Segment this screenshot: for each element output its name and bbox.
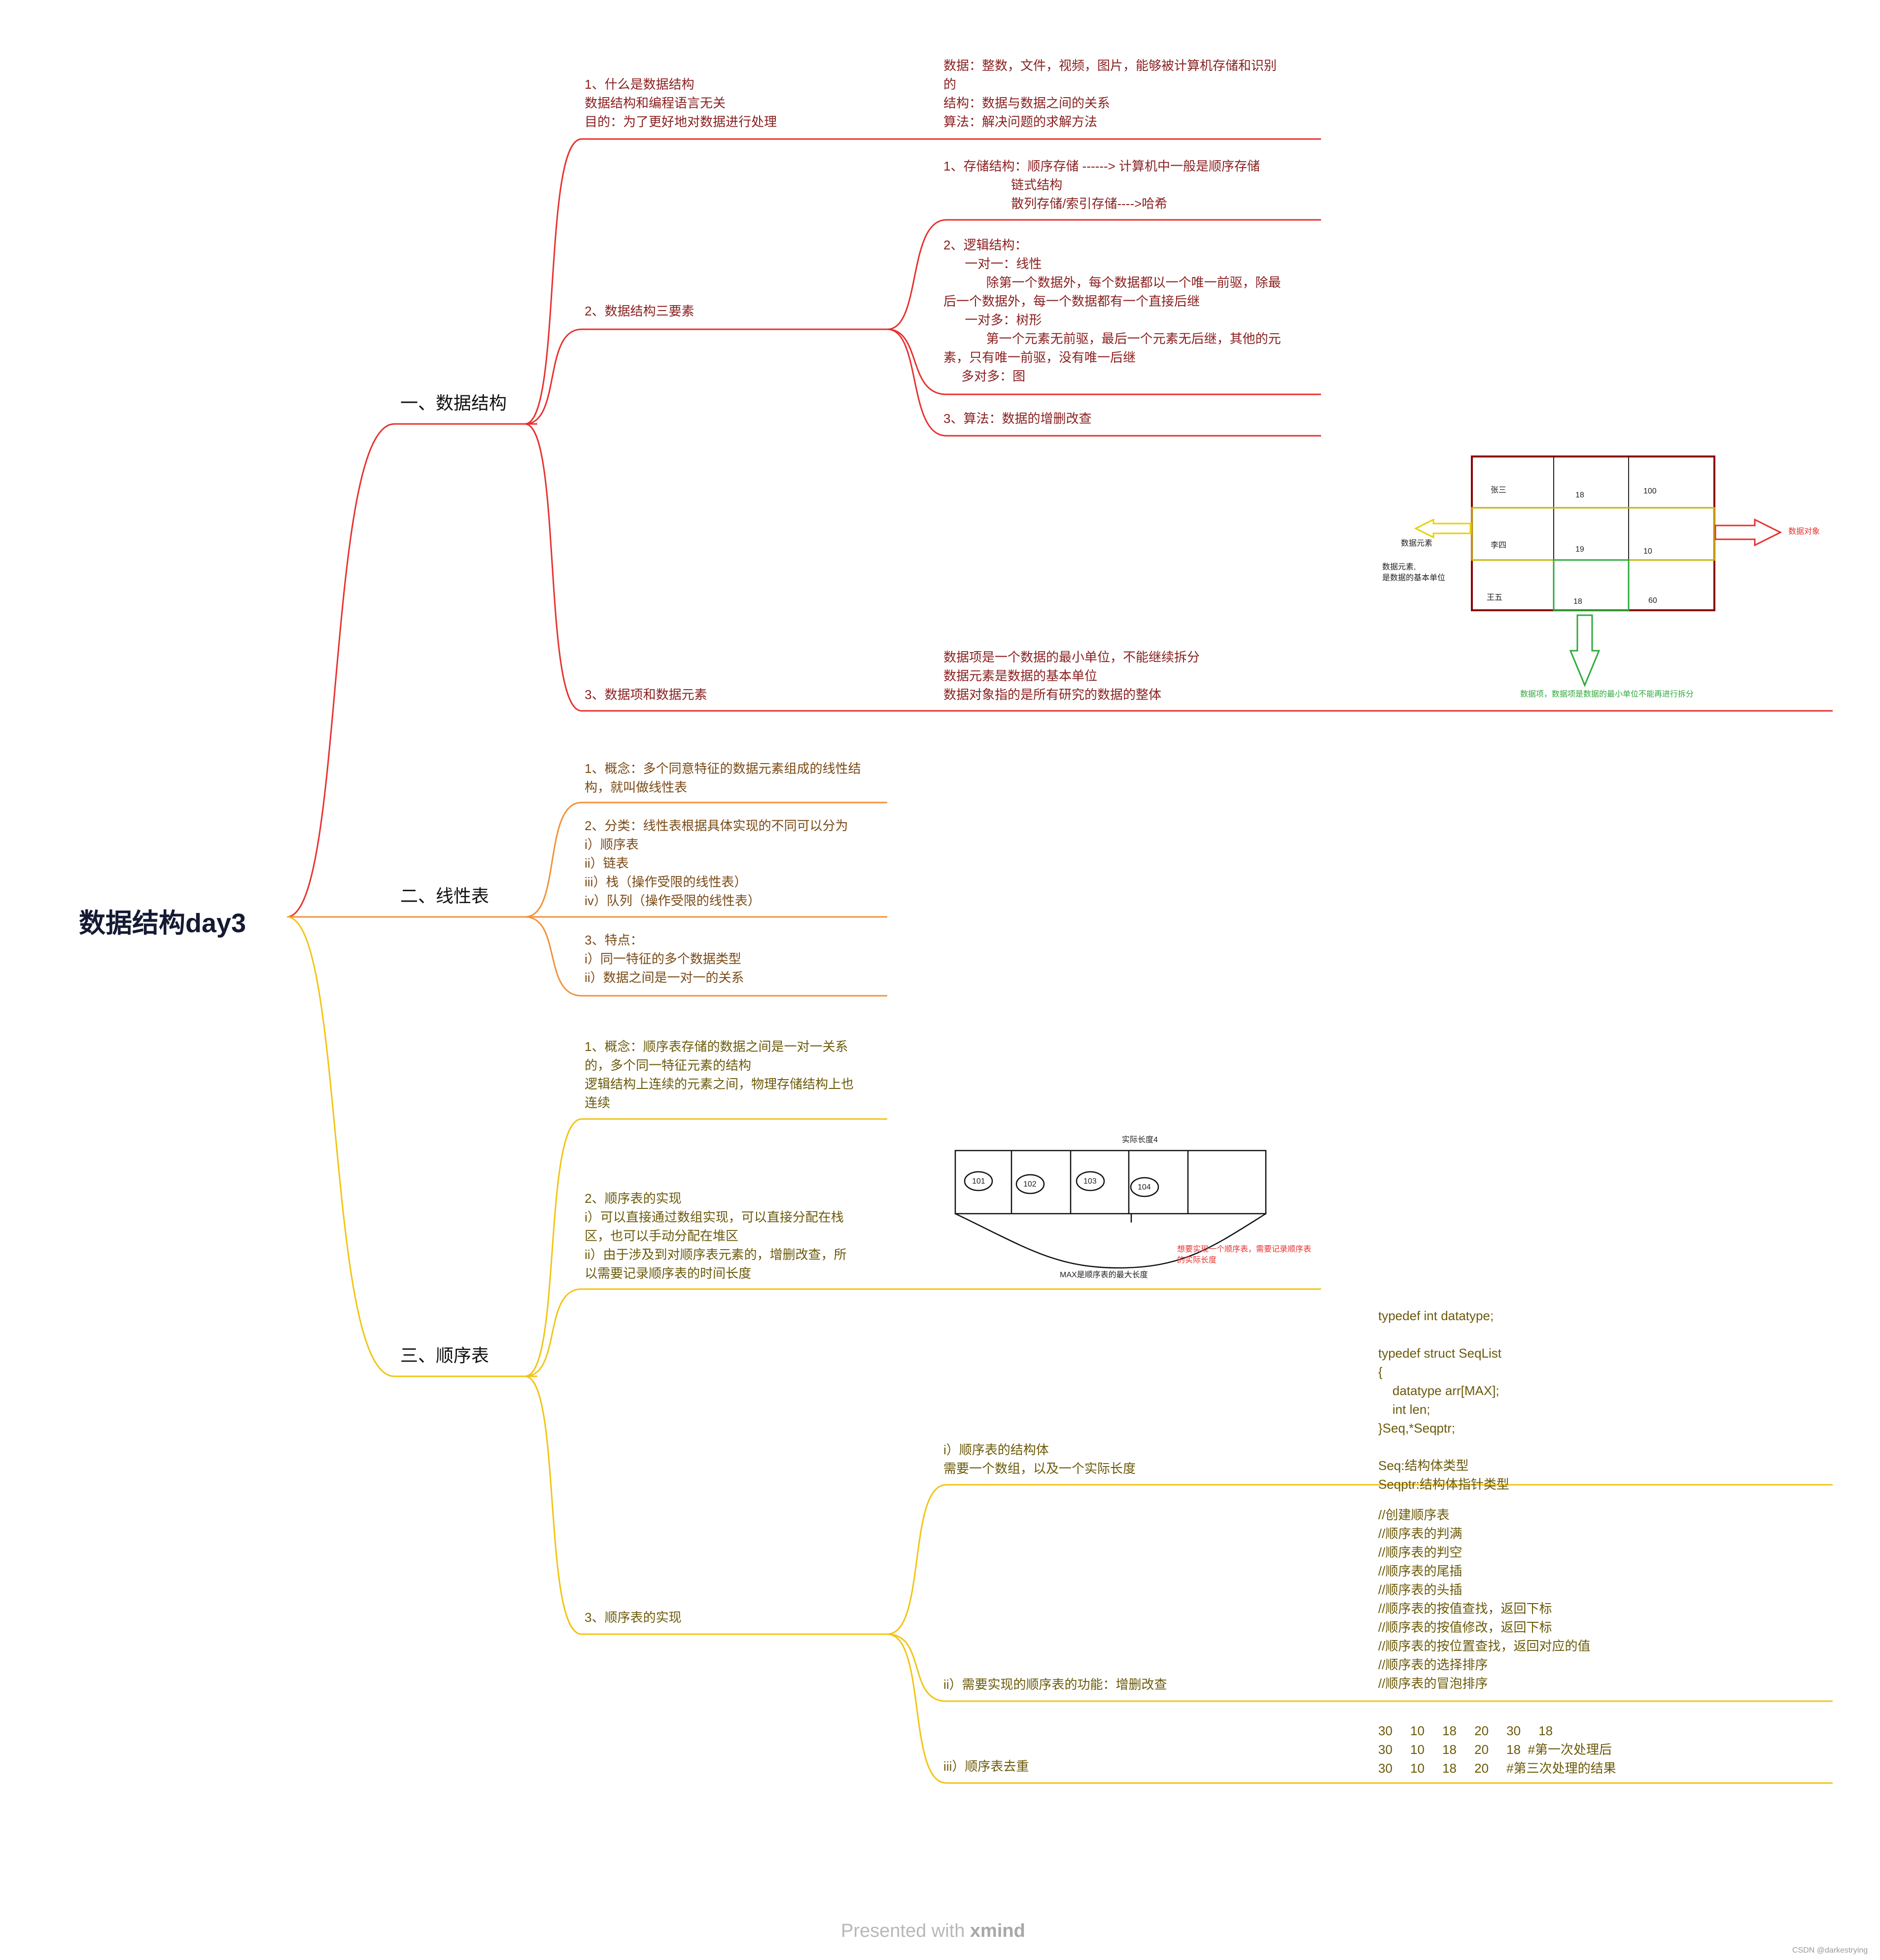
s3-branch-1	[524, 1118, 887, 1377]
label-data-element: 数据元素	[1401, 539, 1433, 548]
s1-n2-logic	[887, 328, 1321, 395]
s3-implementation-topic[interactable]: 3、顺序表的实现	[585, 1610, 682, 1625]
s1-algorithm[interactable]: 3、算法：数据的增删改查	[943, 411, 1092, 426]
s1-item-element-detail[interactable]: 数据项是一个数据的最小单位，不能继续拆分 数据元素是数据的基本单位 数据对象指的…	[943, 650, 1200, 702]
s1-n2-algo	[887, 328, 1321, 437]
s3-concept[interactable]: 1、概念：顺序表存储的数据之间是一对一关系 的，多个同一特征元素的结构 逻辑结构…	[585, 1039, 854, 1110]
array-cell-oval-3	[1076, 1171, 1105, 1191]
arrow-right-icon	[1714, 518, 1782, 547]
s2-classification[interactable]: 2、分类：线性表根据具体实现的不同可以分为 i）顺序表 ii）链表 iii）栈（…	[585, 818, 848, 908]
array-cell: 101	[972, 1177, 985, 1186]
array-cell-oval-4	[1130, 1177, 1159, 1197]
array-cell: 103	[1083, 1177, 1097, 1186]
s3-branch-2	[524, 1288, 1321, 1377]
table-outer	[1471, 455, 1715, 611]
csdn-credit: CSDN @darkestrying	[1792, 1946, 1868, 1955]
array-outer	[954, 1150, 1267, 1215]
table-cell: 王五	[1487, 594, 1503, 602]
s1-topic-three-elements[interactable]: 2、数据结构三要素	[585, 304, 695, 318]
table-row-highlight	[1471, 507, 1715, 561]
array-top-label: 实际长度4	[1122, 1136, 1158, 1144]
table-cell: 10	[1643, 547, 1652, 556]
s3-struct-code[interactable]: typedef int datatype; typedef struct Seq…	[1378, 1308, 1509, 1492]
s3-c1-line	[887, 1484, 1833, 1635]
root-branches	[286, 423, 537, 1377]
s3-functions-topic[interactable]: ii）需要实现的顺序表的功能：增删改查	[943, 1677, 1167, 1692]
s1-logical-structure[interactable]: 2、逻辑结构： 一对一：线性 除第一个数据外，每个数据都以一个唯一前驱，除最 后…	[943, 238, 1281, 384]
array-diagram	[954, 1150, 1267, 1269]
s3-functions-list[interactable]: //创建顺序表 //顺序表的判满 //顺序表的判空 //顺序表的尾插 //顺序表…	[1378, 1507, 1591, 1691]
s3-struct-topic[interactable]: i）顺序表的结构体 需要一个数组，以及一个实际长度	[943, 1442, 1136, 1476]
table-cell: 19	[1575, 545, 1584, 554]
array-cell: 102	[1023, 1180, 1037, 1189]
section-title-seq-list[interactable]: 三、顺序表	[400, 1345, 489, 1365]
s1-topic-what-is-detail[interactable]: 数据：整数，文件，视频，图片，能够被计算机存储和识别 的 结构：数据与数据之间的…	[943, 58, 1277, 129]
table-cell: 18	[1573, 597, 1582, 606]
s1-topic-what-is[interactable]: 1、什么是数据结构 数据结构和编程语言无关 目的：为了更好地对数据进行处理	[585, 77, 777, 129]
s2-branch-3	[524, 916, 887, 997]
label-data-item: 数据项，数据项是数据的最小单位不能再进行拆分	[1520, 690, 1694, 699]
label-data-element-note: 数据元素, 是数据的基本单位	[1382, 563, 1446, 582]
table-cell: 李四	[1491, 541, 1507, 550]
branch-red	[286, 423, 537, 918]
s1-branch-1	[524, 138, 882, 425]
table-cell: 18	[1575, 491, 1584, 499]
table-cell-highlight	[1553, 559, 1630, 611]
s3-c3-line	[887, 1633, 1833, 1784]
array-note: 想要实现一个顺序表，需要记录顺序表 的实际长度	[1177, 1245, 1312, 1264]
s3-implementation[interactable]: 2、顺序表的实现 i）可以直接通过数组实现，可以直接分配在栈 区，也可以手动分配…	[585, 1191, 847, 1281]
s3-c2-line	[887, 1633, 1833, 1702]
data-table-diagram	[1414, 455, 1782, 687]
s2-branch-1	[524, 802, 887, 918]
arrow-down-icon	[1569, 614, 1601, 687]
s2-branches	[524, 802, 887, 997]
label-data-object: 数据对象	[1788, 527, 1820, 536]
s2-concept[interactable]: 1、概念：多个同意特征的数据元素组成的线性结 构，就叫做线性表	[585, 761, 861, 795]
table-cell: 张三	[1491, 486, 1507, 494]
branch-yellow	[286, 916, 537, 1377]
s2-features[interactable]: 3、特点： i）同一特征的多个数据类型 ii）数据之间是一对一的关系	[585, 933, 744, 985]
table-cell: 100	[1643, 487, 1657, 495]
watermark-prefix: Presented with	[841, 1921, 970, 1941]
array-cell-oval-1	[964, 1171, 993, 1191]
arrow-left-icon	[1414, 518, 1471, 539]
watermark: Presented with xmind	[841, 1921, 1025, 1942]
array-cell-oval-2	[1015, 1174, 1045, 1194]
array-max-curve	[955, 1213, 1266, 1269]
s1-branch-3	[524, 423, 1833, 712]
s3-branch-3	[524, 1375, 887, 1635]
xmind-logo: xmind	[970, 1921, 1025, 1941]
s3-branches	[524, 1118, 1833, 1784]
array-bottom-label: MAX是顺序表的最大长度	[1060, 1271, 1148, 1279]
s1-storage-structure[interactable]: 1、存储结构：顺序存储 ------> 计算机中一般是顺序存储 链式结构 散列存…	[943, 159, 1260, 211]
s3-dedup-topic[interactable]: iii）顺序表去重	[943, 1759, 1029, 1774]
table-cell: 60	[1648, 596, 1657, 605]
s1-topic-item-element[interactable]: 3、数据项和数据元素	[585, 687, 707, 702]
s1-branch-2	[524, 328, 887, 425]
s3-dedup-example[interactable]: 30 10 18 20 30 18 30 10 18 20 18 #第一次处理后…	[1378, 1723, 1616, 1776]
array-cell: 104	[1138, 1183, 1151, 1191]
section-title-data-structure[interactable]: 一、数据结构	[400, 393, 507, 413]
root-title[interactable]: 数据结构day3	[79, 909, 246, 938]
section-title-linear-list[interactable]: 二、线性表	[400, 886, 489, 906]
s1-n2-storage	[887, 219, 1321, 330]
s1-branches	[524, 138, 1833, 712]
